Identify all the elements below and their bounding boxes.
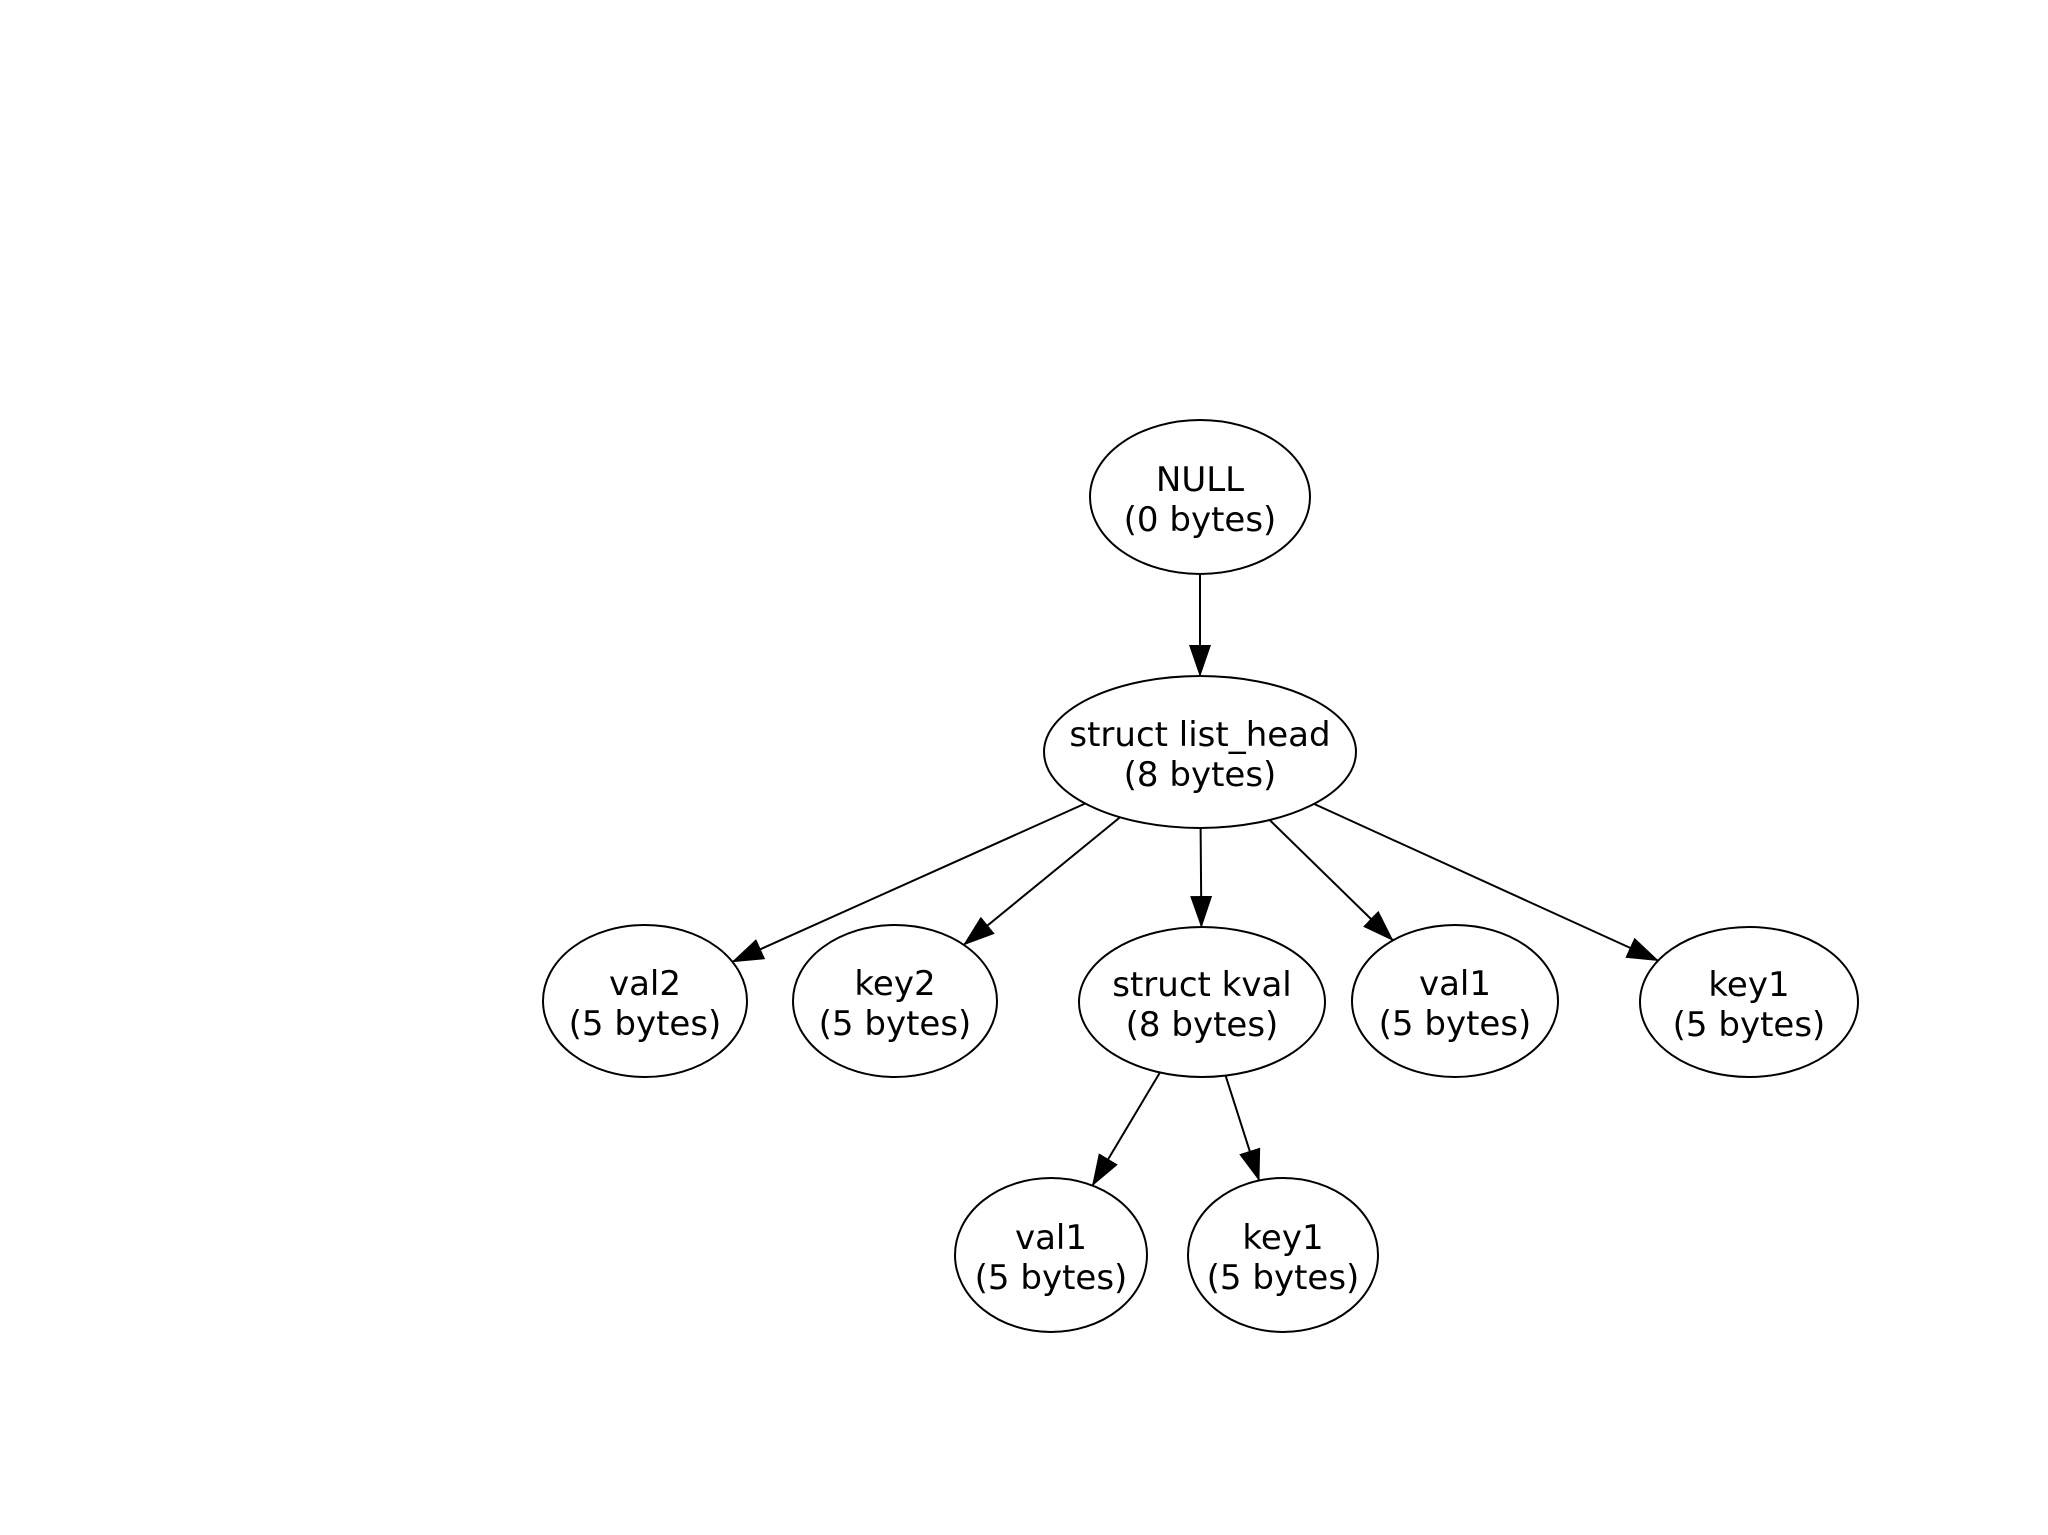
edge-list_head-to-kval <box>1190 827 1213 929</box>
node-list_head-label-line1: struct list_head <box>1069 715 1330 755</box>
node-val2-label-line1: val2 <box>609 964 681 1004</box>
edge-list_head-to-key2 <box>962 816 1121 946</box>
node-null_node-label-line2: (0 bytes) <box>1124 500 1277 540</box>
node-null_node-label-line1: NULL <box>1156 460 1244 500</box>
node-key1_leaf-label-line1: key1 <box>1242 1218 1323 1258</box>
edge-kval-to-val1_leaf <box>1091 1071 1161 1187</box>
edges-layer <box>731 574 1660 1187</box>
edge-list_head-to-val2 <box>731 802 1086 963</box>
node-kval-label-line1: struct kval <box>1112 965 1292 1005</box>
node-kval: struct kval(8 bytes) <box>1078 926 1326 1078</box>
node-key1_leaf-ellipse <box>1187 1177 1379 1333</box>
node-val1_leaf-ellipse <box>954 1177 1148 1333</box>
node-val1_mid-label-line2: (5 bytes) <box>1379 1004 1532 1044</box>
edge-list_head-to-key1_mid <box>1313 802 1660 962</box>
node-key1_leaf: key1(5 bytes) <box>1187 1177 1379 1333</box>
node-val1_mid-label-line1: val1 <box>1419 964 1491 1004</box>
node-val1_leaf-label-line2: (5 bytes) <box>975 1258 1128 1298</box>
node-null_node-ellipse <box>1089 419 1311 575</box>
node-list_head: struct list_head(8 bytes) <box>1043 675 1357 829</box>
node-key2-label-line1: key2 <box>854 964 935 1004</box>
node-key2-label: key2(5 bytes) <box>819 964 972 1044</box>
edge-list_head-to-val1_mid <box>1268 819 1394 942</box>
node-val1_mid: val1(5 bytes) <box>1351 924 1559 1078</box>
node-key1_mid-ellipse <box>1639 926 1859 1078</box>
node-val1_leaf-label: val1(5 bytes) <box>975 1218 1128 1298</box>
edge-kval-to-key1_leaf <box>1224 1075 1261 1182</box>
node-val1_leaf-label-line1: val1 <box>1015 1218 1087 1258</box>
node-val1_mid-ellipse <box>1351 924 1559 1078</box>
node-list_head-ellipse <box>1043 675 1357 829</box>
nodes-layer: NULL(0 bytes)struct list_head(8 bytes)va… <box>542 419 1859 1333</box>
node-key2-ellipse <box>792 924 998 1078</box>
node-val2-label-line2: (5 bytes) <box>569 1004 722 1044</box>
node-kval-ellipse <box>1078 926 1326 1078</box>
node-kval-label-line2: (8 bytes) <box>1126 1005 1279 1045</box>
node-key1_mid-label-line1: key1 <box>1708 965 1789 1005</box>
node-val2-label: val2(5 bytes) <box>569 964 722 1044</box>
node-key2-label-line2: (5 bytes) <box>819 1004 972 1044</box>
node-null_node: NULL(0 bytes) <box>1089 419 1311 575</box>
node-null_node-label: NULL(0 bytes) <box>1124 460 1277 540</box>
node-key1_mid-label: key1(5 bytes) <box>1673 965 1826 1045</box>
node-val2-ellipse <box>542 924 748 1078</box>
node-val1_leaf: val1(5 bytes) <box>954 1177 1148 1333</box>
node-key1_leaf-label: key1(5 bytes) <box>1207 1218 1360 1298</box>
node-kval-label: struct kval(8 bytes) <box>1112 965 1292 1045</box>
node-val2: val2(5 bytes) <box>542 924 748 1078</box>
node-list_head-label: struct list_head(8 bytes) <box>1069 715 1330 795</box>
node-key1_mid: key1(5 bytes) <box>1639 926 1859 1078</box>
node-key1_leaf-label-line2: (5 bytes) <box>1207 1258 1360 1298</box>
node-key2: key2(5 bytes) <box>792 924 998 1078</box>
node-key1_mid-label-line2: (5 bytes) <box>1673 1005 1826 1045</box>
node-list_head-label-line2: (8 bytes) <box>1124 755 1277 795</box>
node-val1_mid-label: val1(5 bytes) <box>1379 964 1532 1044</box>
